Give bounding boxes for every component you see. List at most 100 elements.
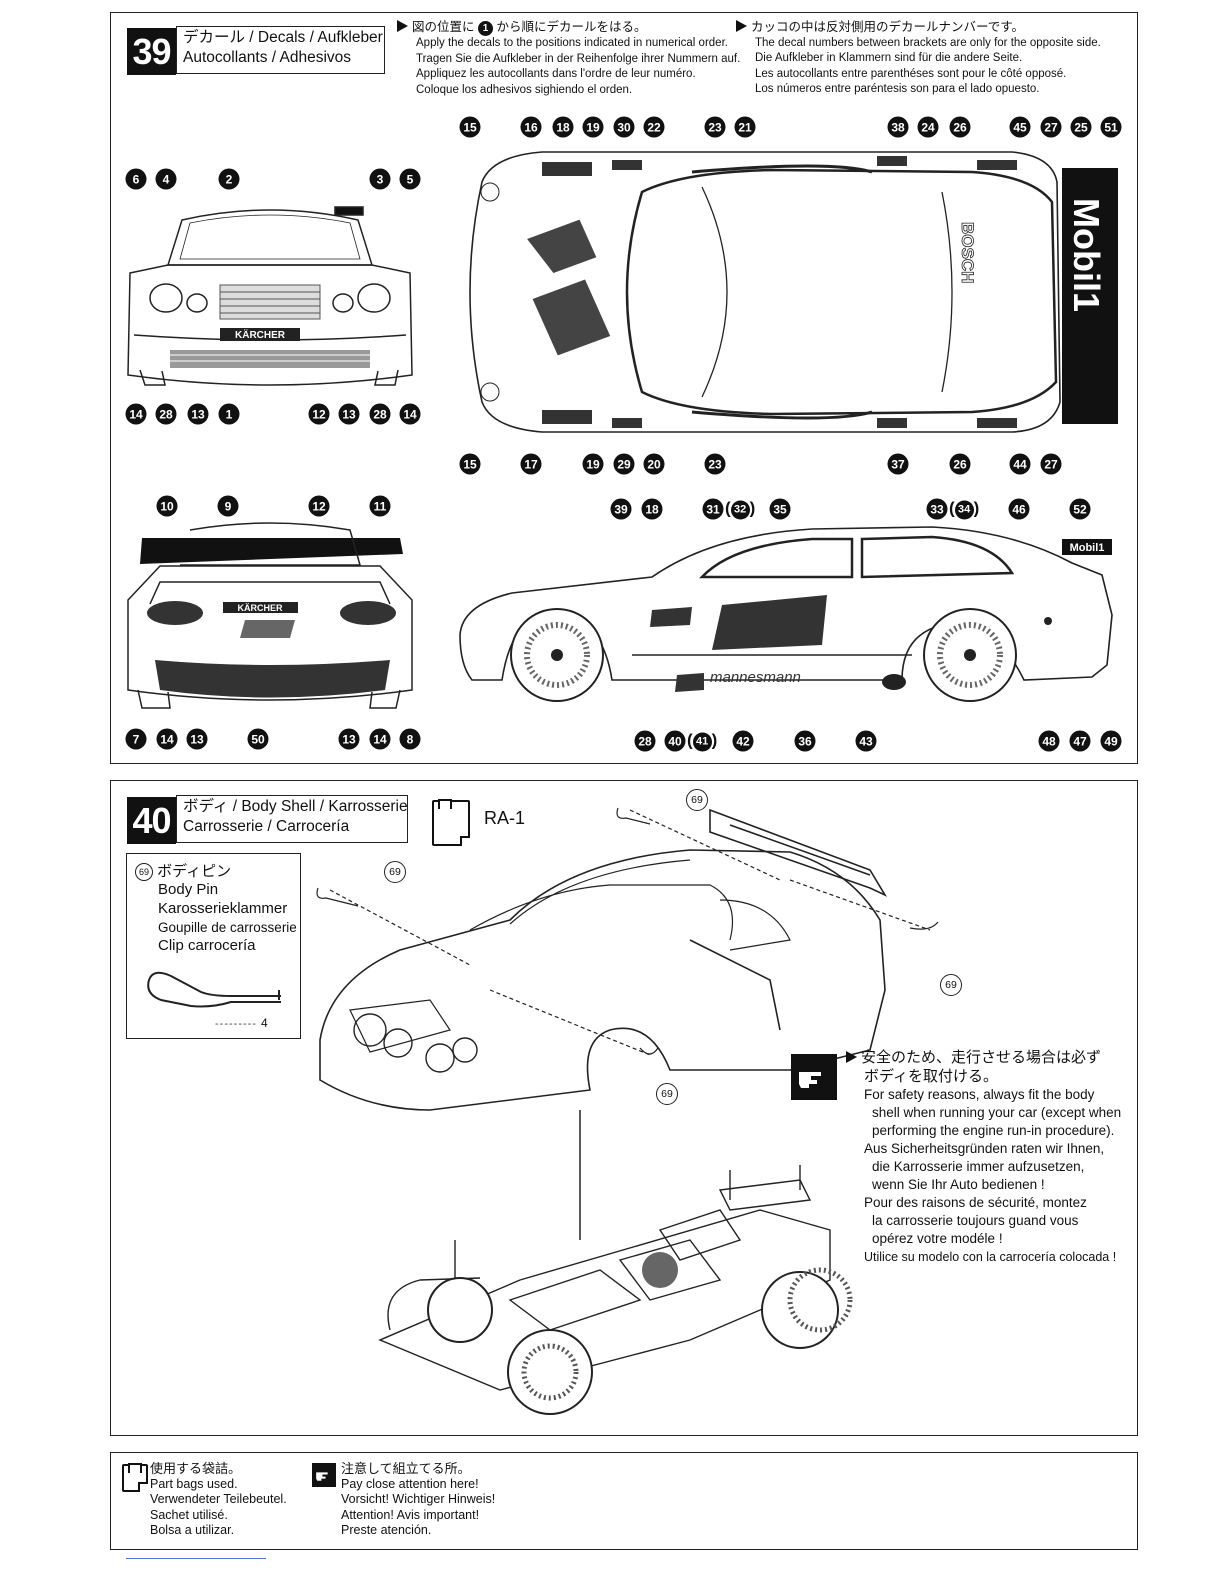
decal-callout: 28 <box>634 730 656 752</box>
part-quantity: 4 <box>261 1016 269 1030</box>
decal-callout: 14 <box>156 728 178 750</box>
decal-callout: 44 <box>1009 453 1031 475</box>
step-39-title: デカール / Decals / Aufkleber Autocollants /… <box>176 26 385 74</box>
decal-callout: 9 <box>217 495 239 517</box>
body-pin-callout: 69 <box>384 861 406 883</box>
step-39-instructions-right: カッコの中は反対側用のデカールナンバーです。 The decal numbers… <box>736 20 1101 98</box>
decal-callout-opposite-side: (41) <box>687 730 718 752</box>
decal-callout: 24 <box>917 116 939 138</box>
decal-callout: 42 <box>732 730 754 752</box>
decal-callout: 52 <box>1069 498 1091 520</box>
decal-callout: 36 <box>794 730 816 752</box>
decal-callout: 19 <box>582 116 604 138</box>
decal-callout: 4 <box>155 168 177 190</box>
step-39-instructions-left: 図の位置に 1 から順にデカールをはる。 Apply the decals to… <box>397 20 740 98</box>
legend-part-bag-icon <box>122 1463 148 1492</box>
decal-callout: 16 <box>520 116 542 138</box>
body-pin-callout: 69 <box>656 1083 678 1105</box>
car-rear-view-drawing: KÄRCHER <box>127 522 413 709</box>
decal-callout: 21 <box>734 116 756 138</box>
decal-callout: 43 <box>855 730 877 752</box>
legend-attention-icon <box>312 1463 336 1487</box>
car-front-view-drawing: KÄRCHER <box>127 206 413 386</box>
decal-callout: 26 <box>949 116 971 138</box>
mobil-vertical-decal: Mobil1 <box>1066 198 1107 312</box>
arrow-right-icon <box>846 1051 857 1063</box>
safety-note: 安全のため、走行させる場合は必ず ボディを取付ける。 For safety re… <box>846 1048 1121 1266</box>
step-40-panel <box>110 780 1138 1436</box>
decal-callout: 51 <box>1100 116 1122 138</box>
decal-callout: 7 <box>125 728 147 750</box>
decal-callout: 18 <box>552 116 574 138</box>
decal-callout: 20 <box>643 453 665 475</box>
car-top-view-drawing: mannesmann BOSCH Mobil1 <box>469 151 1118 433</box>
part-number-badge: 69 <box>135 863 153 881</box>
decal-callout: 39 <box>610 498 632 520</box>
decal-callout: 48 <box>1038 730 1060 752</box>
body-pin-callout: 69 <box>940 974 962 996</box>
attention-hand-icon <box>791 1054 837 1100</box>
decal-callout: 14 <box>399 403 421 425</box>
step-39-title-line2: Autocollants / Adhesivos <box>183 49 352 66</box>
decal-callout: 6 <box>125 168 147 190</box>
decal-callout: 45 <box>1009 116 1031 138</box>
arrow-right-icon <box>397 20 408 32</box>
decal-callout: 50 <box>247 728 269 750</box>
decal-callout: 8 <box>399 728 421 750</box>
decal-callout: 25 <box>1070 116 1092 138</box>
decal-callout: 22 <box>643 116 665 138</box>
step-39-number: 39 <box>127 28 176 75</box>
decal-callout: 31 <box>702 498 724 520</box>
decal-callout: 13 <box>338 403 360 425</box>
arrow-right-icon <box>736 20 747 32</box>
decal-callout: 2 <box>218 168 240 190</box>
bosch-decal: BOSCH <box>958 222 977 283</box>
chassis-drawing <box>378 1110 853 1415</box>
decal-callout-opposite-side: (32) <box>725 498 756 520</box>
body-shell-drawing <box>316 807 939 1111</box>
decal-callout: 49 <box>1100 730 1122 752</box>
decal-callout: 13 <box>187 403 209 425</box>
decal-callout: 28 <box>369 403 391 425</box>
decal-callout: 33 <box>926 498 948 520</box>
decal-callout: 14 <box>369 728 391 750</box>
body-pin-icon <box>147 971 281 1008</box>
decal-callout: 23 <box>704 453 726 475</box>
decal-callout: 35 <box>769 498 791 520</box>
decal-callout: 12 <box>308 495 330 517</box>
mannesmann-side-decal: mannesmann <box>710 669 801 686</box>
step-40-title-line2: Carrosserie / Carrocería <box>183 818 350 835</box>
decal-callout: 40 <box>664 730 686 752</box>
decal-callout: 13 <box>338 728 360 750</box>
step-39-title-line1: デカール / Decals / Aufkleber <box>183 29 383 46</box>
decal-callout: 12 <box>308 403 330 425</box>
decal-number-icon: 1 <box>478 21 493 36</box>
legend-part-bags: 使用する袋詰。 Part bags used. Verwendeter Teil… <box>150 1461 287 1537</box>
decal-callout: 15 <box>459 453 481 475</box>
body-pin-callout: 69 <box>686 789 708 811</box>
decal-callout: 1 <box>218 403 240 425</box>
step-40-title-line1: ボディ / Body Shell / Karrosserie <box>183 798 408 815</box>
decal-callout: 37 <box>887 453 909 475</box>
karcher-rear-decal: KÄRCHER <box>238 603 284 613</box>
decal-callout: 19 <box>582 453 604 475</box>
decal-callout: 27 <box>1040 453 1062 475</box>
decal-callout: 47 <box>1069 730 1091 752</box>
footer-rule <box>126 1558 266 1559</box>
decal-callout: 26 <box>949 453 971 475</box>
decal-callout: 30 <box>613 116 635 138</box>
step-40-number: 40 <box>127 797 176 844</box>
part-bag-icon <box>432 799 470 846</box>
mobil-badge-decal: Mobil1 <box>1070 542 1105 554</box>
decal-callout: 13 <box>186 728 208 750</box>
karcher-decal: KÄRCHER <box>235 328 286 341</box>
step-40-title: ボディ / Body Shell / Karrosserie Carrosser… <box>176 795 408 843</box>
decal-callout: 10 <box>156 495 178 517</box>
legend-panel <box>110 1452 1138 1550</box>
decal-callout-opposite-side: (34) <box>949 498 980 520</box>
decal-callout: 14 <box>125 403 147 425</box>
decal-callout: 46 <box>1008 498 1030 520</box>
car-side-view-drawing: Mobil1 mannesmann <box>459 526 1113 702</box>
decal-callout: 23 <box>704 116 726 138</box>
part-bag-label: RA-1 <box>484 808 526 828</box>
